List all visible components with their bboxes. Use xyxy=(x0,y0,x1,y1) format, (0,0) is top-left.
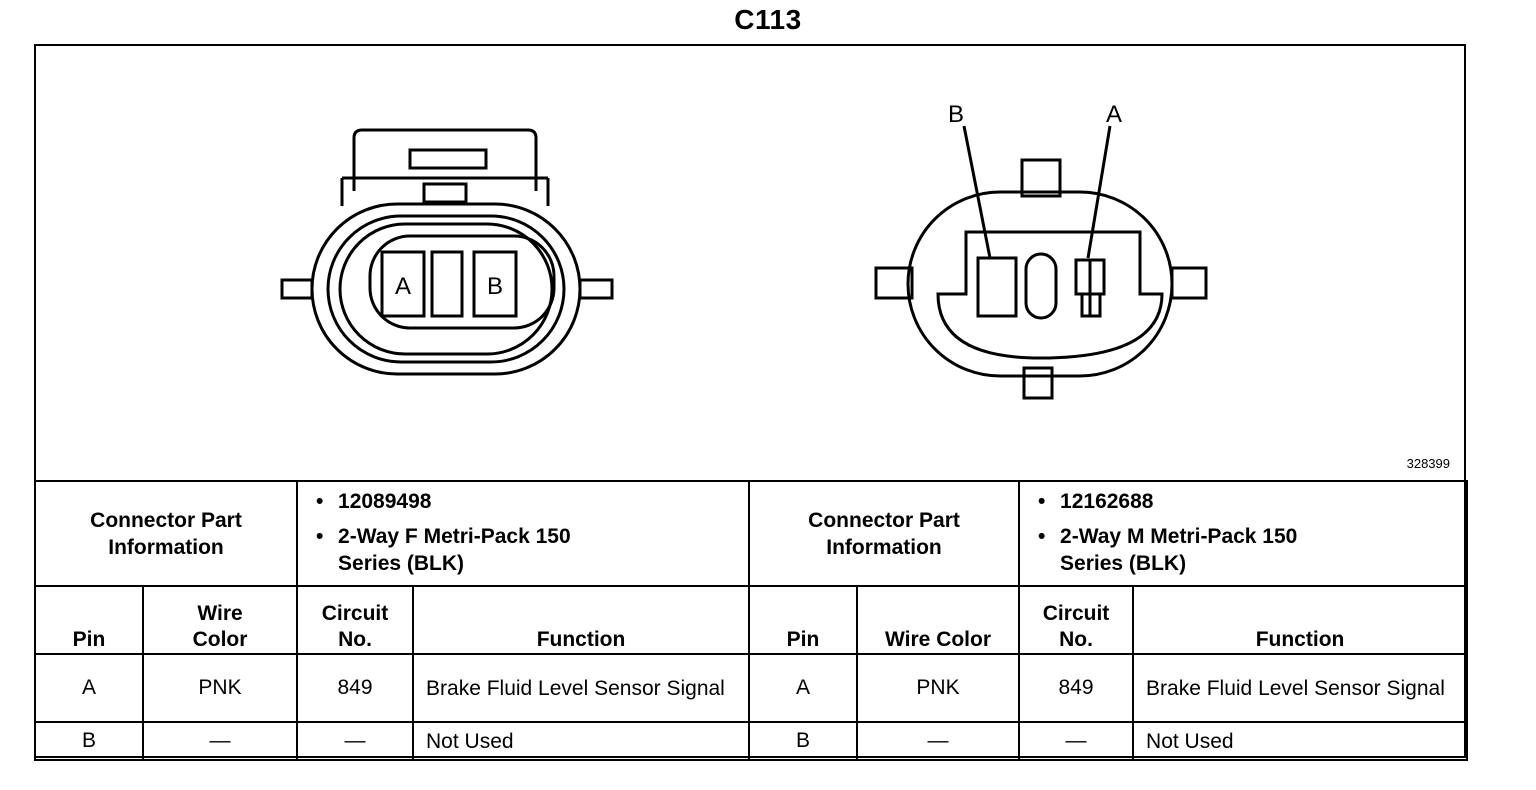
left-part-description: 2-Way F Metri-Pack 150 Series (BLK) xyxy=(316,523,578,577)
right-info-label: Connector Part Information xyxy=(748,480,1021,587)
right-part-description: 2-Way M Metri-Pack 150 Series (BLK) xyxy=(1038,523,1310,577)
connector-diagram-area: A B B A 328399 xyxy=(36,46,1464,482)
header-wire-color-right: Wire Color xyxy=(856,585,1021,655)
pinout-table: Connector Part Information 12089498 2-Wa… xyxy=(33,480,1469,761)
left-info-label: Connector Part Information xyxy=(33,480,299,587)
pin-cell: A xyxy=(748,653,859,723)
function-cell: Not Used xyxy=(1132,721,1469,761)
figure-id: 328399 xyxy=(1406,456,1450,471)
function-cell: Brake Fluid Level Sensor Signal xyxy=(412,653,751,723)
male-pin-label-b: B xyxy=(948,101,964,128)
female-pin-label-b: B xyxy=(487,273,503,300)
pin-cell: A xyxy=(34,653,144,723)
right-info-list: 12162688 2-Way M Metri-Pack 150 Series (… xyxy=(1018,480,1469,587)
header-function-left: Function xyxy=(412,585,751,655)
wire-color-cell: — xyxy=(141,721,299,761)
table-header-row: Pin Wire Color Circuit No. Function Pin … xyxy=(34,585,1469,655)
wire-color-cell: PNK xyxy=(856,653,1021,723)
function-cell: Not Used xyxy=(412,721,751,761)
circuit-cell: 849 xyxy=(296,653,415,723)
left-info-list: 12089498 2-Way F Metri-Pack 150 Series (… xyxy=(296,480,751,587)
connector-title: C113 xyxy=(734,4,802,35)
male-connector-drawing xyxy=(874,125,1208,400)
wire-color-cell: PNK xyxy=(141,653,299,723)
header-wire-color-left: Wire Color xyxy=(141,585,299,655)
table-row: B — — Not Used B — — Not Used xyxy=(34,721,1469,761)
male-pin-label-a: A xyxy=(1106,101,1122,128)
connector-info-row: Connector Part Information 12089498 2-Wa… xyxy=(33,480,1469,587)
female-connector-drawing xyxy=(280,128,614,376)
table-row: A PNK 849 Brake Fluid Level Sensor Signa… xyxy=(34,653,1469,723)
female-pin-label-a: A xyxy=(395,273,411,300)
header-pin-left: Pin xyxy=(34,585,144,655)
right-part-number: 12162688 xyxy=(1038,488,1466,515)
pin-cell: B xyxy=(748,721,859,761)
header-function-right: Function xyxy=(1132,585,1469,655)
connector-drawings: A B B A xyxy=(280,101,1208,400)
header-circuit-right: Circuit No. xyxy=(1018,585,1135,655)
wire-color-cell: — xyxy=(856,721,1021,761)
pin-cell: B xyxy=(34,721,144,761)
function-cell: Brake Fluid Level Sensor Signal xyxy=(1132,653,1469,723)
connector-frame: A B B A 328399 Connector Part Informatio… xyxy=(33,44,1469,761)
circuit-cell: — xyxy=(296,721,415,761)
header-pin-right: Pin xyxy=(748,585,859,655)
circuit-cell: — xyxy=(1018,721,1135,761)
circuit-cell: 849 xyxy=(1018,653,1135,723)
left-part-number: 12089498 xyxy=(316,488,748,515)
header-circuit-left: Circuit No. xyxy=(296,585,415,655)
